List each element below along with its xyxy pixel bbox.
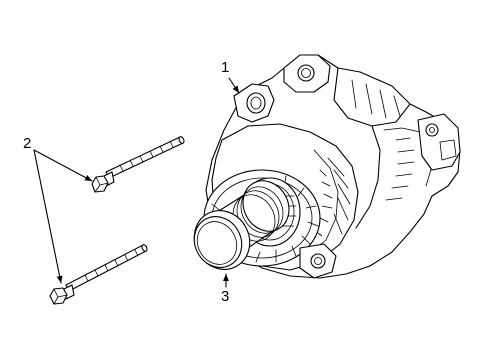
callout-3-label: 3 xyxy=(221,288,230,305)
pulley xyxy=(193,180,290,270)
bolt-lower xyxy=(49,244,148,305)
callout-2-label: 2 xyxy=(23,135,32,152)
callout-1-label: 1 xyxy=(221,59,230,76)
leader-lines xyxy=(33,77,240,288)
bolt-upper xyxy=(91,136,185,193)
